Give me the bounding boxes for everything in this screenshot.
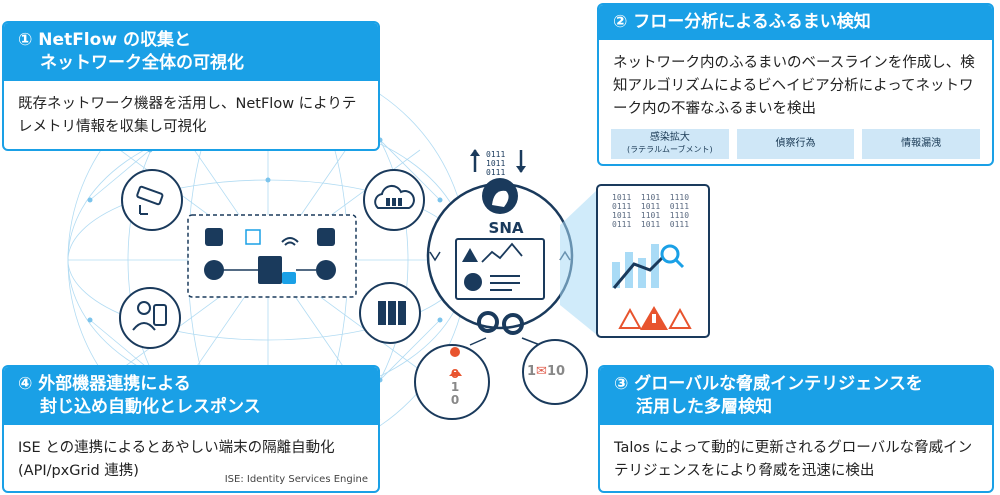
ise-note: ISE: Identity Services Engine — [224, 474, 368, 485]
mail-right: 10 — [546, 364, 566, 379]
beam — [560, 190, 597, 335]
card-body: Talos によって動的に更新されるグローバルな脅威インテリジェンスをにより脅威… — [614, 440, 973, 479]
tag-reconnaissance: 偵察行為 — [736, 129, 855, 159]
card-body: 既存ネットワーク機器を活用し、NetFlow によりテレメトリ情報を収集し可視化 — [18, 96, 357, 135]
bit: 0 — [450, 393, 460, 407]
server-icon — [359, 282, 421, 344]
card-body: ネットワーク内のふるまいのベースラインを作成し、検知アルゴリズムによるビヘイビア… — [613, 55, 975, 117]
cloud-icon — [363, 169, 425, 231]
binary-row: 0111 1011 0111 — [612, 220, 690, 229]
mail-bits: 1✉10 — [527, 364, 565, 379]
card-containment-response: ④ 外部機器連携による 封じ込め自動化とレスポンス ISE との連携によるとあや… — [2, 365, 380, 493]
user-laptop-icon — [119, 287, 181, 349]
mail-icon: ✉ — [536, 364, 547, 379]
title-line: ④ 外部機器連携による — [18, 374, 191, 394]
tag-row: 感染拡大 (ラテラルムーブメント) 偵察行為 情報漏洩 — [599, 129, 992, 159]
card-netflow-collection: ① NetFlow の収集と ネットワーク全体の可視化 既存ネットワーク機器を活… — [2, 21, 380, 151]
mail-left: 1 — [527, 364, 537, 379]
card-flow-analysis: ② フロー分析によるふるまい検知 ネットワーク内のふるまいのベースラインを作成し… — [597, 3, 994, 166]
card-title: ④ 外部機器連携による 封じ込め自動化とレスポンス — [4, 367, 378, 425]
bit: 1 — [450, 380, 460, 394]
analysis-panel — [596, 184, 710, 338]
camera-icon — [121, 169, 183, 231]
title-line: ① NetFlow の収集と — [18, 30, 191, 50]
title-line: ネットワーク全体の可視化 — [40, 53, 244, 73]
bit: 0 — [450, 367, 460, 381]
card-title: ③ グローバルな脅威インテリジェンスを 活用した多層検知 — [600, 367, 992, 425]
network-devices-box — [187, 214, 357, 298]
sna-label: SNA — [488, 219, 524, 237]
card-title: ① NetFlow の収集と ネットワーク全体の可視化 — [4, 23, 378, 81]
binary-row: 1011 1101 1110 — [612, 211, 690, 220]
binary-row: 1011 1101 1110 — [612, 193, 690, 202]
mail-threat-circle — [522, 339, 588, 405]
blocked-flow-circle — [414, 344, 490, 420]
tag-sub: (ラテラルムーブメント) — [627, 145, 713, 154]
tag-label: 偵察行為 — [775, 138, 816, 149]
card-body: ISE との連携によるとあやしい端末の隔離自動化(API/pxGrid 連携) — [18, 440, 335, 479]
tag-lateral-movement: 感染拡大 (ラテラルムーブメント) — [611, 129, 729, 159]
binary-row: 0111 1011 0111 — [612, 202, 690, 211]
card-threat-intelligence: ③ グローバルな脅威インテリジェンスを 活用した多層検知 Talos によって動… — [598, 365, 994, 493]
binary-readout: 1011 1101 1110 0111 1011 0111 1011 1101 … — [612, 193, 702, 229]
sna-hub — [426, 149, 574, 346]
title-line: ③ グローバルな脅威インテリジェンスを — [614, 374, 923, 394]
tag-label: 感染拡大 — [649, 132, 690, 143]
top-bits: 0111 1011 0111 — [486, 150, 506, 177]
tag-data-leak: 情報漏洩 — [862, 129, 981, 159]
title-line: 封じ込め自動化とレスポンス — [40, 397, 261, 417]
title-line: 活用した多層検知 — [636, 397, 772, 417]
tag-label: 情報漏洩 — [901, 138, 942, 149]
card-title: ② フロー分析によるふるまい検知 — [599, 5, 992, 40]
left-bits: 0 1 0 — [448, 368, 462, 407]
